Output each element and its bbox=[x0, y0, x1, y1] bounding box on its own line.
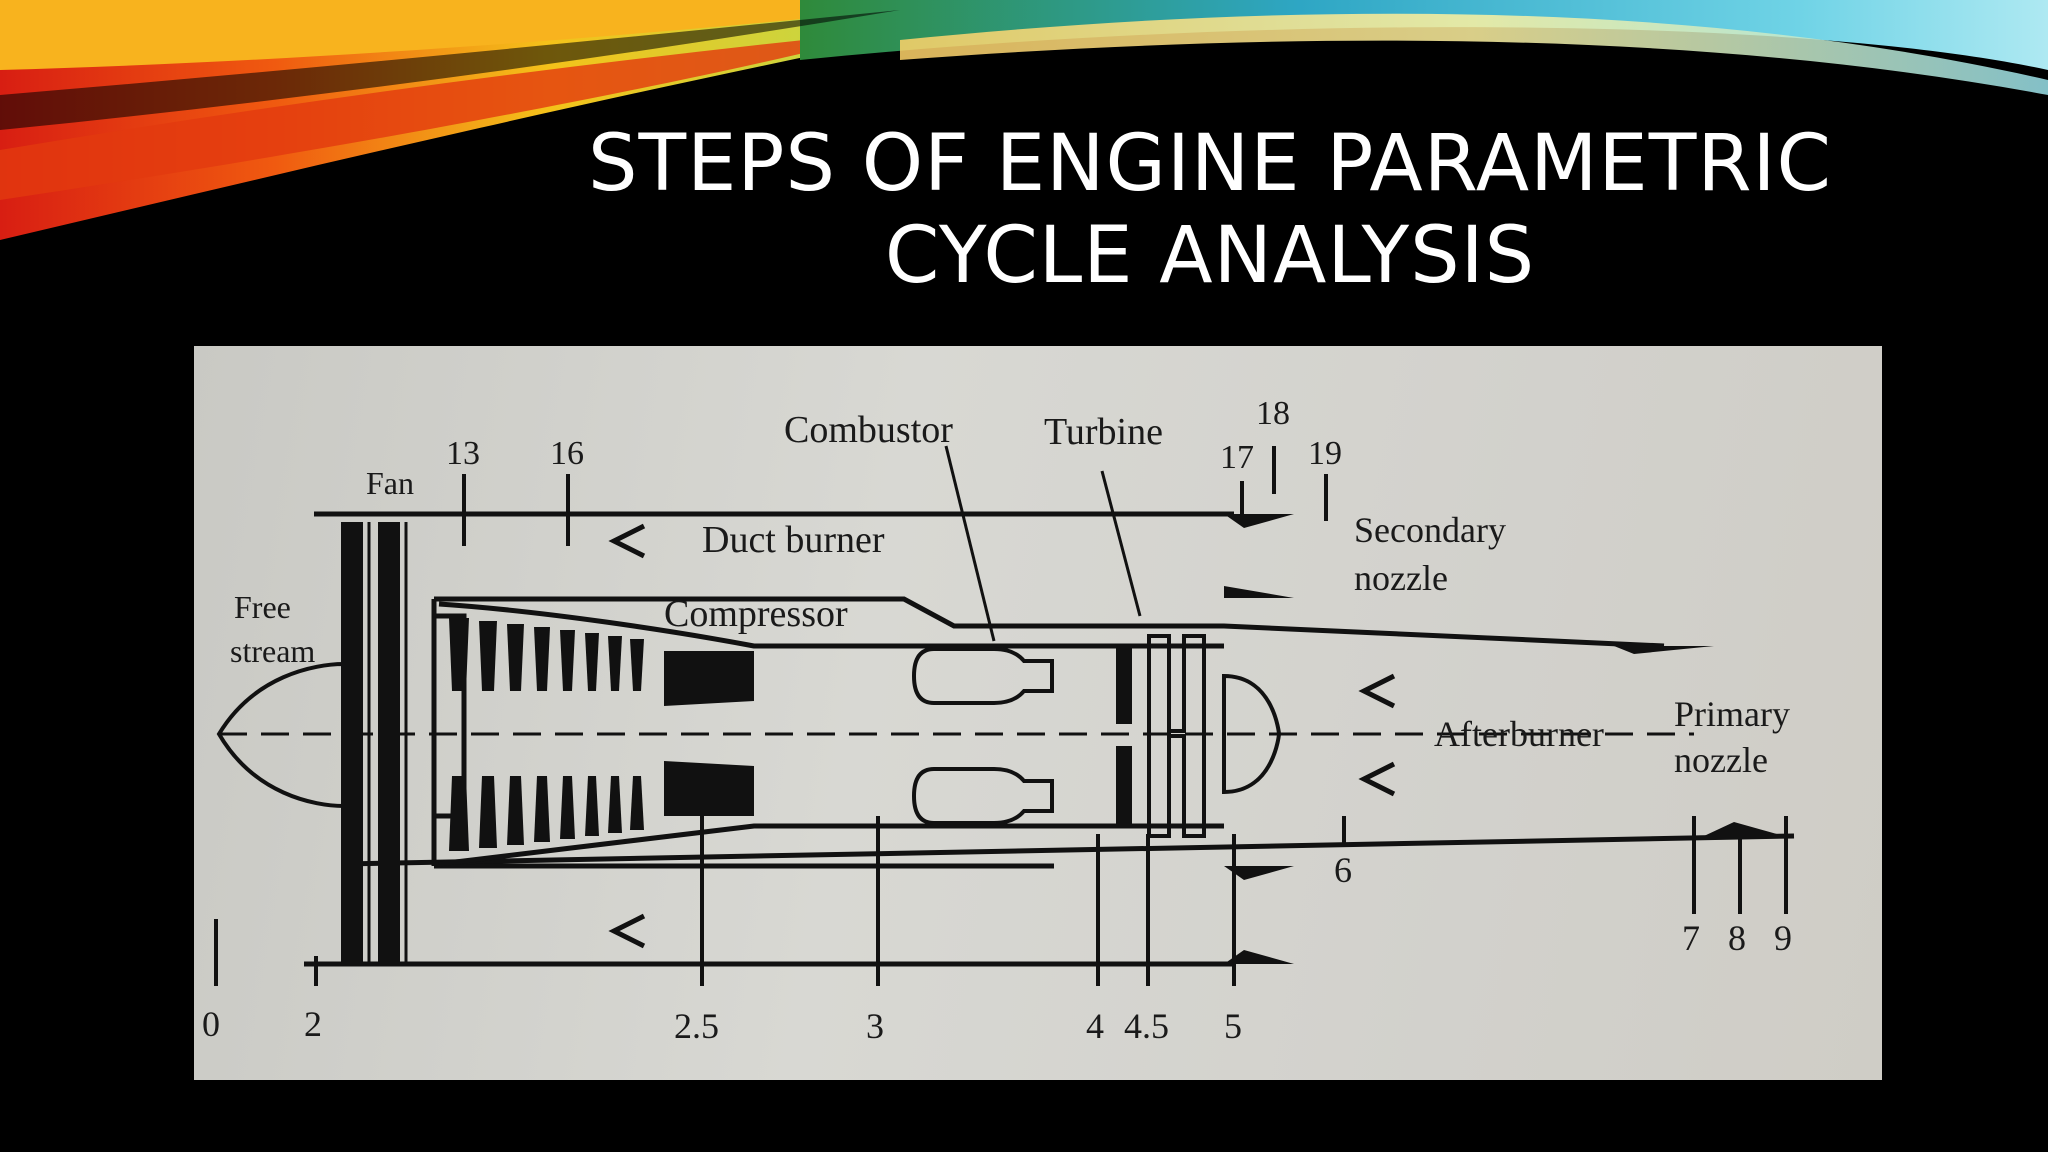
slide-title-line-2: CYCLE ANALYSIS bbox=[884, 211, 1536, 301]
flow-chevrons bbox=[608, 523, 1396, 949]
station-number-labels: 13 16 17 18 19 0 2 2.5 3 4 4.5 5 6 7 8 9 bbox=[202, 395, 1792, 1046]
component-labels: Fan Free stream Duct burner Compressor C… bbox=[230, 409, 1790, 780]
fan-struts bbox=[367, 522, 408, 962]
station-18-label: 18 bbox=[1256, 395, 1290, 432]
station-17-label: 17 bbox=[1220, 439, 1254, 476]
turbine-label: Turbine bbox=[1044, 411, 1163, 453]
compressor-stages bbox=[449, 618, 754, 851]
free-stream-label-line-2: stream bbox=[230, 633, 315, 669]
station-7-label: 7 bbox=[1682, 918, 1700, 958]
station-4-label: 4 bbox=[1086, 1006, 1104, 1046]
secondary-nozzle-label-line-1: Secondary bbox=[1354, 510, 1506, 550]
station-5-label: 5 bbox=[1224, 1006, 1242, 1046]
decorative-swoosh-banner bbox=[0, 0, 2048, 240]
turbofan-engine-diagram: Fan Free stream Duct burner Compressor C… bbox=[202, 395, 1795, 1046]
secondary-nozzle-label-line-2: nozzle bbox=[1354, 558, 1448, 598]
nozzle-flaps bbox=[1224, 514, 1784, 964]
station-0-label: 0 bbox=[202, 1004, 220, 1044]
station-2-5-label: 2.5 bbox=[674, 1006, 719, 1046]
turbine-stages bbox=[1116, 644, 1132, 826]
station-13-label: 13 bbox=[446, 435, 480, 472]
afterburner-label: Afterburner bbox=[1434, 714, 1604, 754]
combustor-label: Combustor bbox=[784, 409, 953, 451]
engine-outline bbox=[304, 511, 1795, 967]
afterburner-flameholders bbox=[1147, 634, 1282, 838]
station-3-label: 3 bbox=[866, 1006, 884, 1046]
station-6-label: 6 bbox=[1334, 850, 1352, 890]
slide-title-line-1: STEPS OF ENGINE PARAMETRIC bbox=[587, 119, 1833, 209]
station-16-label: 16 bbox=[550, 435, 584, 472]
slide-title: STEPS OF ENGINE PARAMETRIC CYCLE ANALYSI… bbox=[540, 118, 1880, 302]
engine-diagram-photo: Fan Free stream Duct burner Compressor C… bbox=[194, 346, 1882, 1080]
primary-nozzle-label-line-1: Primary bbox=[1674, 694, 1790, 734]
compressor-label: Compressor bbox=[664, 593, 848, 635]
leader-lines bbox=[944, 445, 1142, 642]
combustor-cans bbox=[911, 647, 1054, 825]
station-4-5-label: 4.5 bbox=[1124, 1006, 1169, 1046]
station-2-label: 2 bbox=[304, 1004, 322, 1044]
duct-burner-label: Duct burner bbox=[702, 519, 885, 561]
free-stream-label-line-1: Free bbox=[234, 589, 291, 625]
station-9-label: 9 bbox=[1774, 918, 1792, 958]
station-8-label: 8 bbox=[1728, 918, 1746, 958]
fan-blades bbox=[341, 522, 400, 962]
station-19-label: 19 bbox=[1308, 435, 1342, 472]
station-ticks bbox=[214, 446, 1788, 986]
fan-label: Fan bbox=[366, 465, 414, 501]
primary-nozzle-label-line-2: nozzle bbox=[1674, 740, 1768, 780]
